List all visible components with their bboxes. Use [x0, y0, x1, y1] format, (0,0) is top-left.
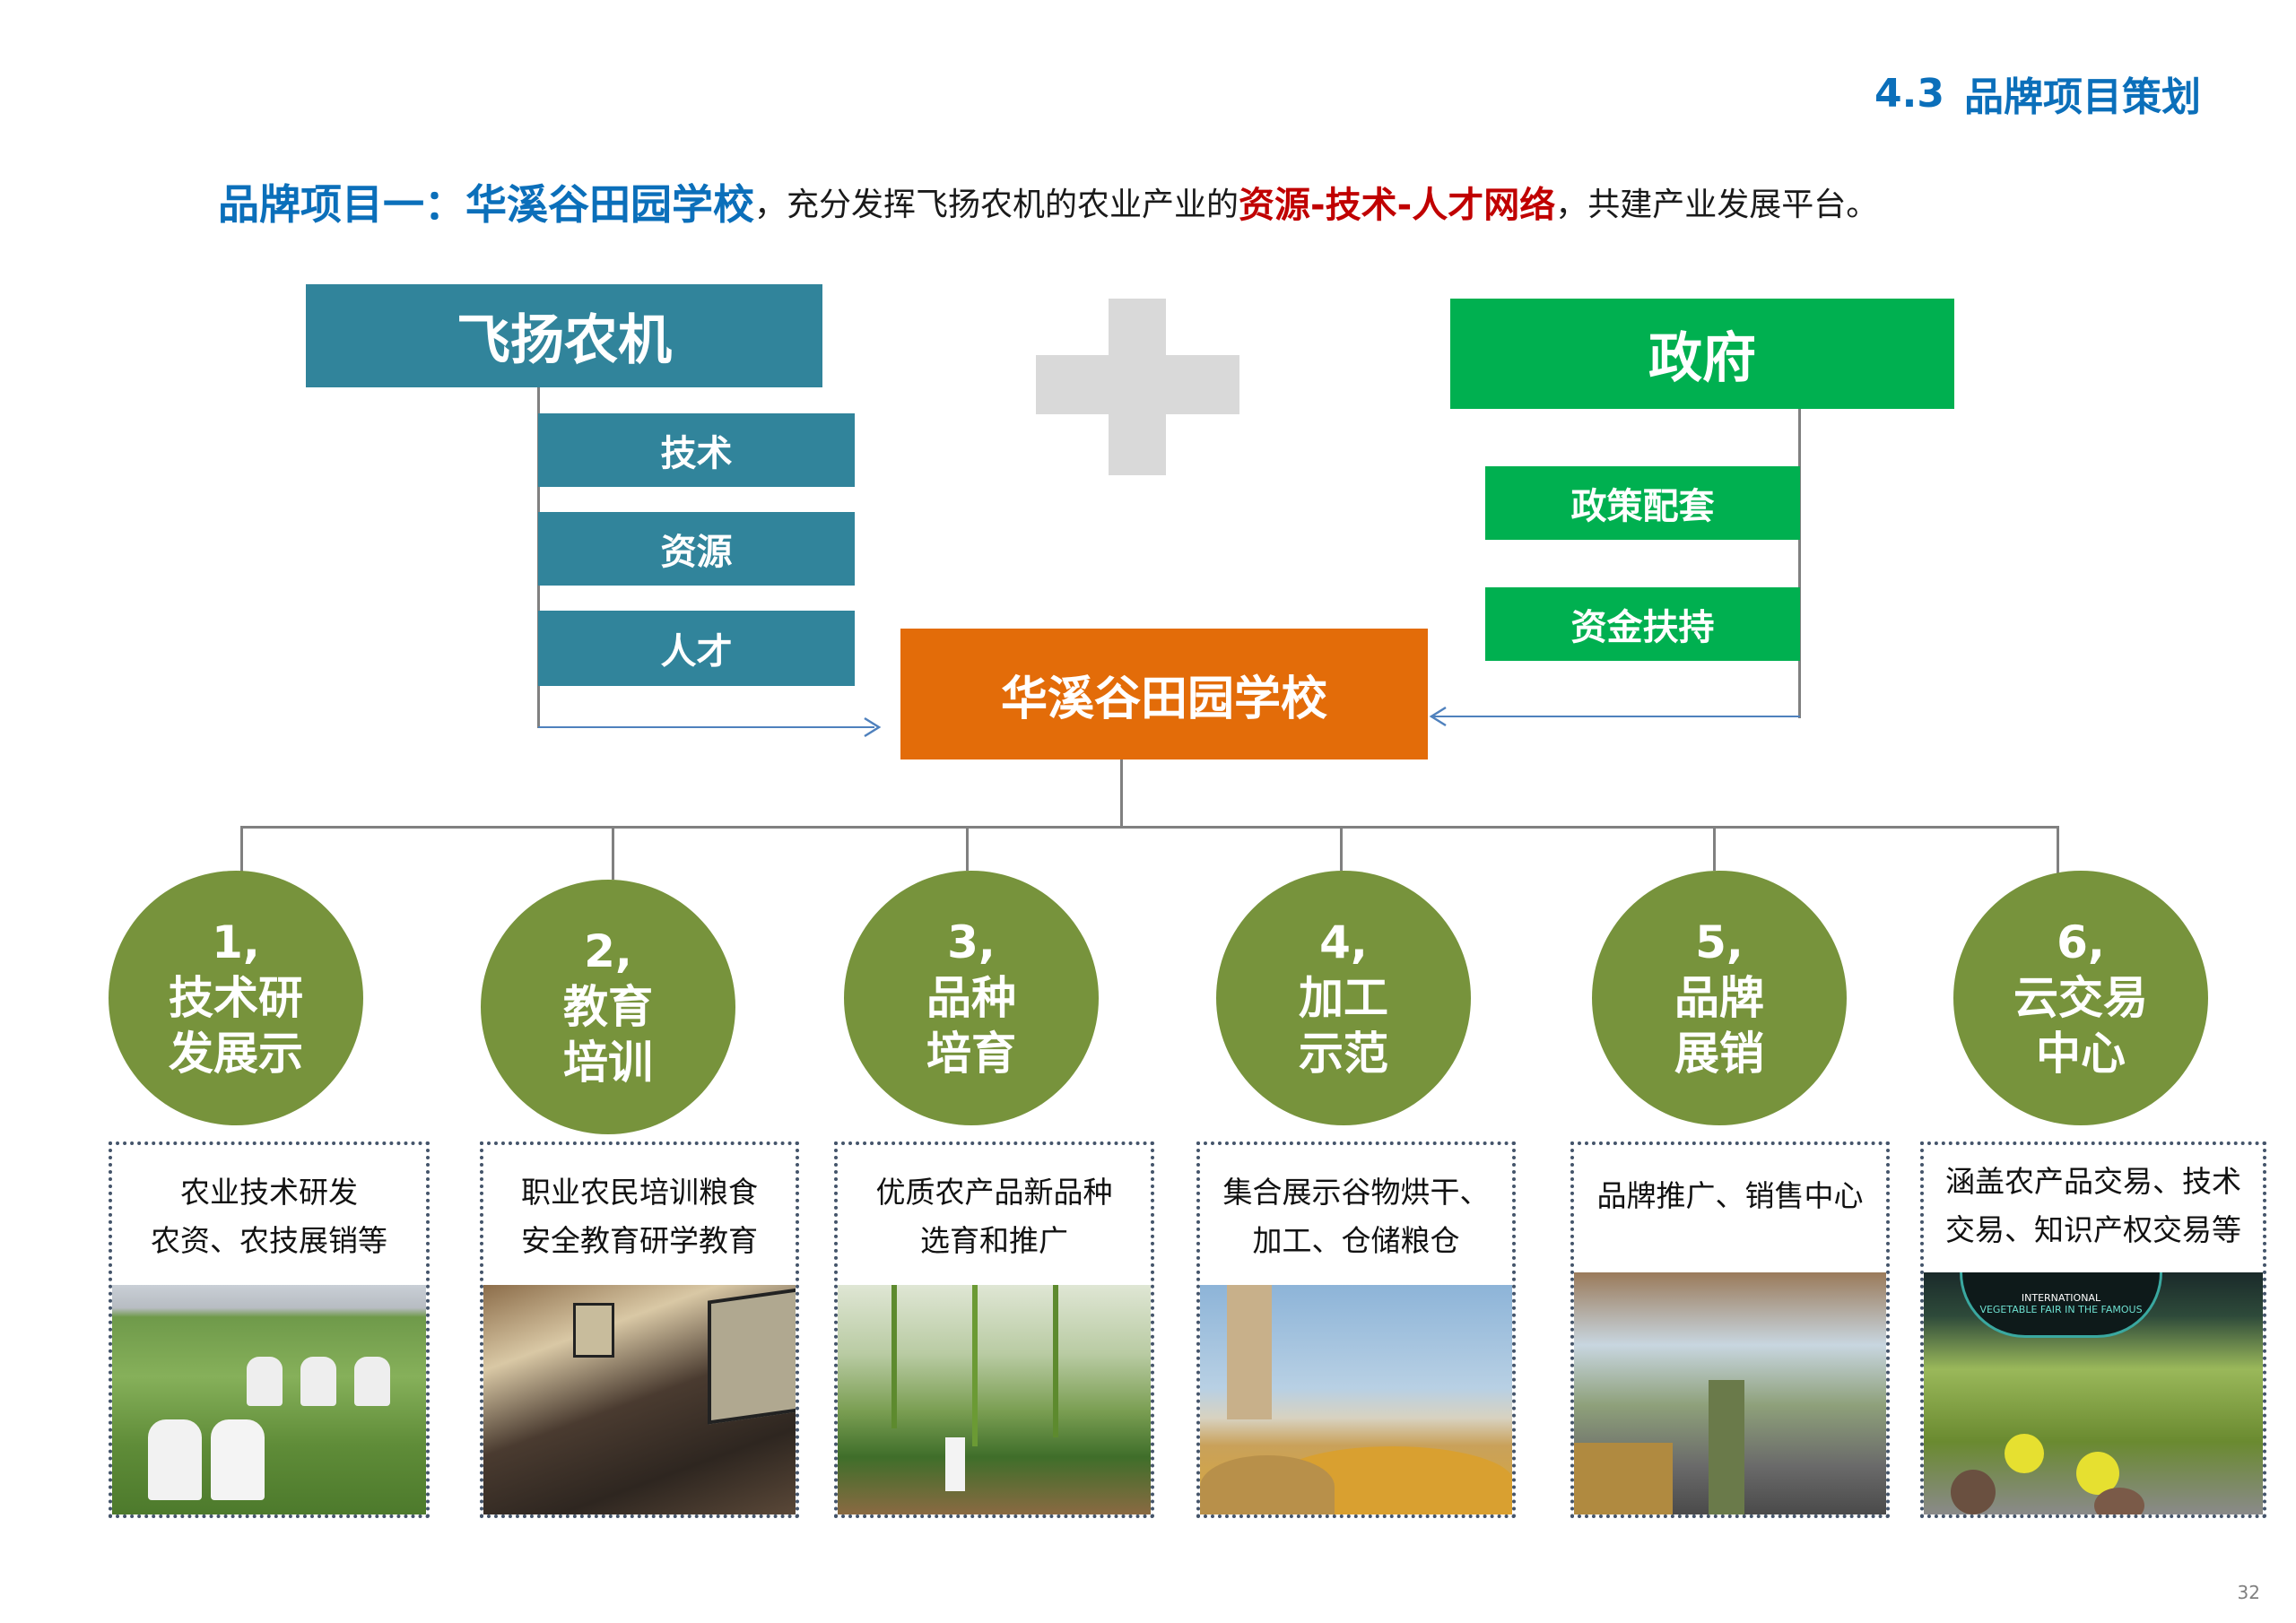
branch-label-line2: 示范 — [1299, 1028, 1388, 1080]
branch-label-line2: 中心 — [2036, 1028, 2126, 1080]
branch-card-5: 品牌推广、销售中心 — [1570, 1141, 1890, 1518]
branch-card-1: 农业技术研发农资、农技展销等 — [109, 1141, 430, 1518]
right-item-label: 资金扶持 — [1570, 607, 1715, 648]
right-item-label: 政策配套 — [1570, 486, 1715, 527]
sign-text-2: VEGETABLE FAIR IN THE FAMOUS — [1979, 1304, 2143, 1315]
exhibition-hall-photo: INTERNATIONAL VEGETABLE FAIR IN THE FAMO… — [1924, 1272, 2263, 1515]
greenhouse-lab-photo — [838, 1285, 1151, 1515]
branch-label-line1: 品种 — [926, 972, 1016, 1024]
branch-card-2: 职业农民培训粮食安全教育研学教育 — [480, 1141, 799, 1518]
branch-description: 职业农民培训粮食安全教育研学教育 — [521, 1175, 758, 1258]
branch-label-line2: 展销 — [1674, 1028, 1764, 1080]
branch-number: 6, — [2057, 916, 2105, 968]
branch-circle-1: 1, 技术研 发展示 — [109, 871, 363, 1125]
branch-drop-3 — [966, 826, 969, 871]
section-number: 4.3 — [1874, 70, 1944, 117]
branch-number: 1, — [212, 916, 260, 968]
left-entity-title-text: 飞扬农机 — [457, 309, 672, 372]
right-entity-title-text: 政府 — [1648, 327, 1756, 390]
branch-description: 品牌推广、销售中心 — [1596, 1178, 1864, 1213]
branch-label-line1: 教育 — [563, 981, 653, 1033]
right-arrow-line — [1431, 716, 1800, 717]
branch-card-6: 涵盖农产品交易、技术交易、知识产权交易等 INTERNATIONAL VEGET… — [1920, 1141, 2266, 1518]
right-entity-title: 政府 — [1450, 299, 1954, 409]
subtitle-highlight: 资源-技术-人才网络 — [1239, 185, 1556, 226]
branch-description: 集合展示谷物烘干、加工、仓储粮仓 — [1222, 1175, 1490, 1258]
left-item-label: 技术 — [660, 433, 733, 474]
branch-drop-4 — [1340, 826, 1343, 871]
left-item-resource: 资源 — [538, 512, 855, 586]
branch-number: 4, — [1319, 916, 1368, 968]
branch-bus-line — [240, 826, 2057, 829]
branch-description: 涵盖农产品交易、技术交易、知识产权交易等 — [1945, 1164, 2241, 1247]
branch-circle-6: 6, 云交易 中心 — [1953, 871, 2208, 1125]
arrow-left-icon — [1429, 706, 1447, 727]
subtitle-project-name: 品牌项目一：华溪谷田园学校 — [218, 180, 754, 229]
branch-card-4: 集合展示谷物烘干、加工、仓储粮仓 — [1196, 1141, 1516, 1518]
branch-circle-3: 3, 品种 培育 — [844, 871, 1099, 1125]
right-item-policy: 政策配套 — [1485, 466, 1800, 540]
branch-label-line1: 品牌 — [1674, 972, 1764, 1024]
center-down-line — [1120, 759, 1123, 828]
subtitle: 品牌项目一：华溪谷田园学校 ，充分发挥飞扬农机的农业产业的 资源-技术-人才网络… — [218, 170, 1878, 233]
right-connector-line — [1798, 409, 1801, 718]
left-arrow-line — [538, 726, 874, 728]
grain-processing-photo — [1200, 1285, 1512, 1515]
branch-label-line1: 云交易 — [2013, 972, 2148, 1024]
branch-card-3: 优质农产品新品种选育和推广 — [834, 1141, 1154, 1518]
branch-label-line1: 技术研 — [169, 972, 303, 1024]
branch-drop-5 — [1713, 826, 1716, 871]
branch-label-line1: 加工 — [1299, 972, 1388, 1024]
branch-number: 5, — [1695, 916, 1744, 968]
center-school-box: 华溪谷田园学校 — [900, 629, 1428, 759]
field-research-photo — [112, 1285, 426, 1515]
left-item-label: 人才 — [660, 631, 733, 673]
subtitle-middle: ，充分发挥飞扬农机的农业产业的 — [754, 187, 1239, 223]
left-entity-title: 飞扬农机 — [306, 284, 822, 387]
page-number: 32 — [2237, 1582, 2260, 1603]
sign-text-1: INTERNATIONAL — [2021, 1292, 2101, 1304]
branch-circle-5: 5, 品牌 展销 — [1592, 871, 1847, 1125]
left-item-label: 资源 — [660, 532, 733, 573]
branch-label-line2: 培训 — [563, 1037, 653, 1089]
subtitle-suffix: ，共建产业发展平台。 — [1555, 187, 1879, 223]
branch-drop-2 — [612, 826, 614, 880]
branch-label-line2: 培育 — [926, 1028, 1016, 1080]
arrow-right-icon — [864, 716, 882, 738]
section-name: 品牌项目策划 — [1963, 74, 2201, 120]
branch-number: 2, — [584, 925, 632, 977]
branch-drop-6 — [2057, 826, 2059, 889]
branch-number: 3, — [947, 916, 996, 968]
left-item-tech: 技术 — [538, 413, 855, 487]
section-title: 4.3 品牌项目策划 — [1874, 65, 2215, 122]
center-school-title: 华溪谷田园学校 — [1000, 672, 1327, 726]
branch-circle-4: 4, 加工 示范 — [1216, 871, 1471, 1125]
left-item-talent: 人才 — [538, 611, 855, 686]
right-item-funding: 资金扶持 — [1485, 587, 1800, 661]
conference-hall-photo — [483, 1285, 796, 1515]
branch-circle-2: 2, 教育 培训 — [481, 880, 735, 1134]
plus-icon — [1036, 299, 1239, 475]
branch-label-line2: 发展示 — [169, 1028, 303, 1080]
exhibition-sign: INTERNATIONAL VEGETABLE FAIR IN THE FAMO… — [1960, 1272, 2162, 1338]
market-hall-photo — [1574, 1272, 1886, 1515]
branch-drop-1 — [240, 826, 243, 880]
branch-description: 优质农产品新品种选育和推广 — [875, 1175, 1113, 1258]
branch-description: 农业技术研发农资、农技展销等 — [151, 1175, 387, 1258]
